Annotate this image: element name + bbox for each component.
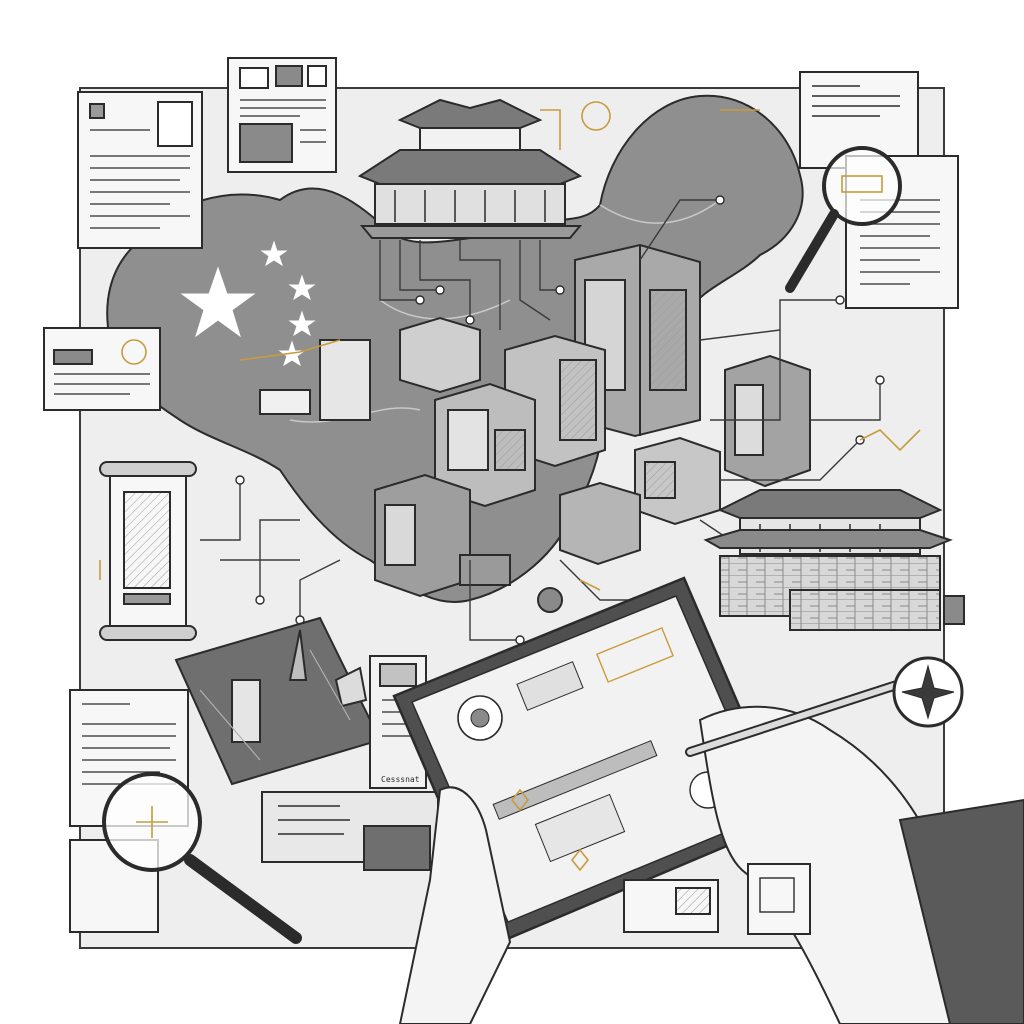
small-star-icon: [288, 310, 316, 337]
small-star-icon: [260, 240, 288, 267]
server-tower-icon: [399, 316, 481, 394]
document-icon: [69, 689, 189, 933]
server-tower-icon: [374, 473, 471, 598]
server-tower-icon: [724, 354, 811, 488]
flag-stars: [180, 240, 316, 367]
compass-icon: [892, 656, 964, 728]
server-tower-icon: [574, 243, 701, 438]
stylus-icon: [685, 675, 917, 757]
small-star-icon: [288, 274, 316, 301]
magnifying-glass-icon: [102, 772, 302, 944]
server-cluster: [259, 243, 811, 613]
chip-label: Cesssnat: [381, 775, 420, 784]
gold-accents: [99, 101, 921, 591]
document-icon: [43, 327, 161, 411]
magnifying-glass-icon: [785, 146, 902, 293]
chip-card-icon: [261, 791, 439, 871]
server-tower-icon: [634, 436, 721, 526]
hands: [398, 705, 1024, 1024]
scroll-icon: [99, 461, 197, 641]
server-tower-icon: [559, 481, 641, 566]
dial-icon: [537, 587, 563, 613]
server-tower-icon: [434, 382, 536, 508]
panel-icon: [459, 554, 511, 586]
panel-icon: [319, 339, 371, 421]
document-icon: [77, 57, 337, 249]
panel-icon: [259, 389, 311, 415]
document-icon: [623, 595, 965, 935]
tablet-icon: [392, 576, 790, 944]
palace-building-icon: [703, 489, 953, 631]
pagoda-icon: [357, 98, 583, 239]
large-star-icon: [180, 266, 256, 338]
